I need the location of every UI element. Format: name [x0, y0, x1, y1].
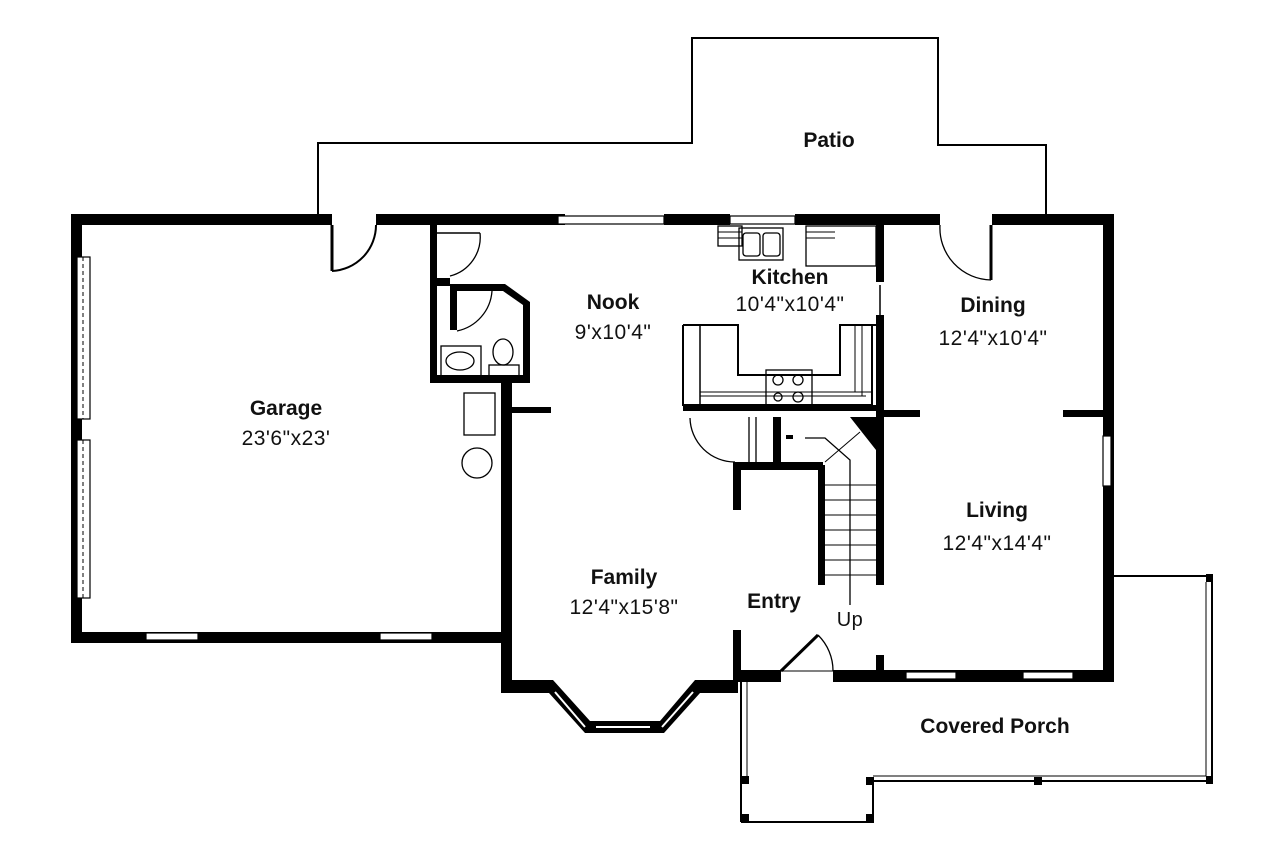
room-label-nook: Nook: [586, 291, 640, 314]
room-dimensions-nook: 9'x10'4": [574, 321, 652, 344]
room-dimensions-garage: 23'6"x23': [241, 427, 331, 450]
covered-porch-outline: [740, 574, 1213, 823]
room-label-dining: Dining: [960, 294, 1026, 317]
room-label-kitchen: Kitchen: [751, 266, 829, 289]
dining-living-walls: [733, 214, 1114, 684]
room-label-entry: Entry: [747, 590, 801, 613]
room-label-covered-porch: Covered Porch: [920, 715, 1070, 738]
room-dimensions-family: 12'4"x15'8": [569, 596, 679, 619]
stair-up-annotation: Up: [836, 609, 864, 631]
room-label-garage: Garage: [249, 397, 323, 420]
room-dimensions-dining: 12'4"x10'4": [938, 327, 1048, 350]
rear-wall: [425, 214, 1112, 226]
patio-outline: [317, 37, 1047, 216]
room-dimensions-living: 12'4"x14'4": [942, 532, 1052, 555]
room-label-patio: Patio: [803, 129, 855, 152]
room-dimensions-kitchen: 10'4"x10'4": [735, 293, 845, 316]
stairs: [689, 417, 884, 605]
room-label-family: Family: [590, 566, 658, 589]
room-label-living: Living: [966, 499, 1028, 522]
kitchen-cabinets: [682, 222, 884, 411]
bathroom-laundry: [430, 222, 551, 693]
family-bay-window: [501, 680, 738, 733]
garage-walls: [71, 214, 511, 643]
